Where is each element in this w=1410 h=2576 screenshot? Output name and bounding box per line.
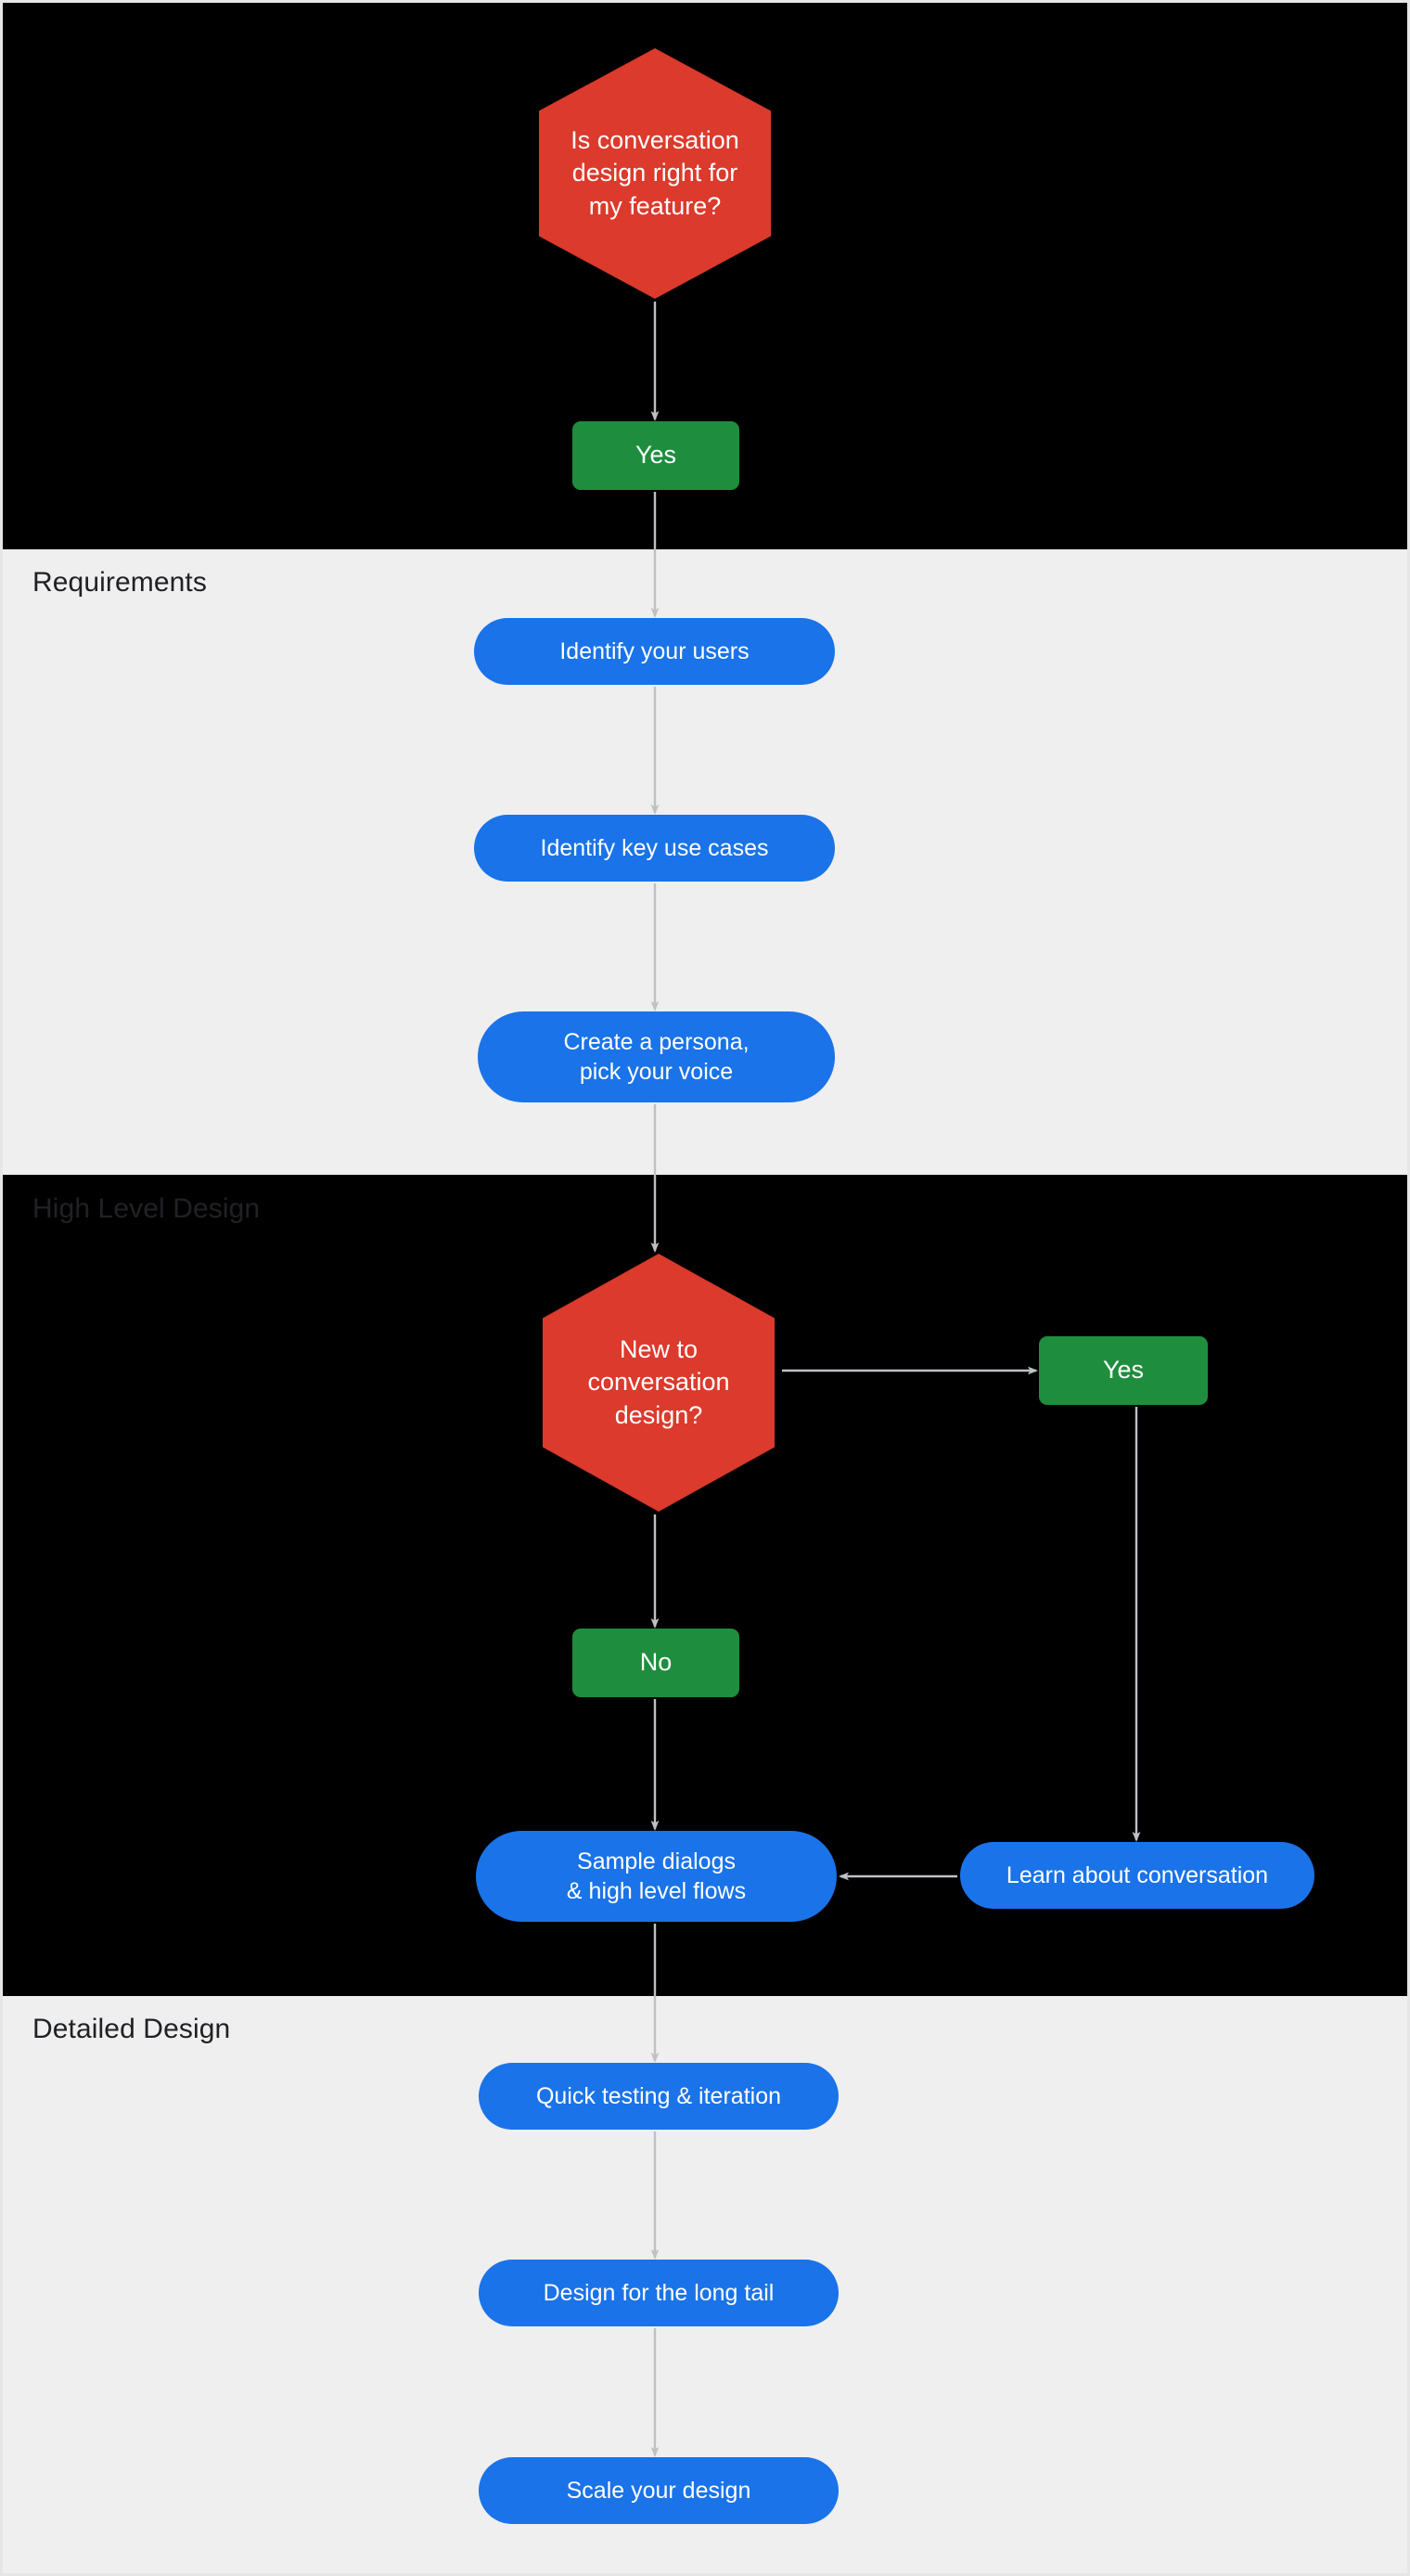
node-identify-key-use-cases[interactable]: Identify key use cases: [474, 815, 835, 882]
node-quick-testing-iteration[interactable]: Quick testing & iteration: [479, 2063, 839, 2130]
node-label-q-right-for-feature: Is conversation design right for my feat…: [570, 126, 739, 220]
node-answer-yes-1[interactable]: Yes: [572, 421, 739, 490]
node-label-identify-your-users: Identify your users: [559, 638, 750, 664]
node-scale-your-design[interactable]: Scale your design: [479, 2457, 839, 2524]
hexagon-shape-q-right-for-feature: [539, 48, 771, 299]
section-label-requirements: Requirements: [32, 567, 207, 598]
node-answer-yes-2[interactable]: Yes: [1039, 1336, 1208, 1405]
node-identify-your-users[interactable]: Identify your users: [474, 618, 835, 685]
node-create-persona-pick-voice[interactable]: Create a persona, pick your voice: [478, 1011, 835, 1102]
node-label-answer-yes-2: Yes: [1102, 1356, 1145, 1385]
section-label-detailed-design: Detailed Design: [32, 2014, 231, 2044]
node-q-new-to-conversation-design[interactable]: New to conversation design?: [543, 1254, 775, 1512]
node-label-create-persona-pick-voice: Create a persona, pick your voice: [563, 1028, 750, 1086]
node-sample-dialogs-high-level-flows[interactable]: Sample dialogs & high level flows: [476, 1831, 837, 1922]
node-learn-about-conversation[interactable]: Learn about conversation: [960, 1842, 1314, 1909]
hexagon-shape-q-new-to-conversation-design: [543, 1254, 775, 1512]
node-label-q-new-to-conversation-design: New to conversation design?: [587, 1335, 730, 1429]
node-q-right-for-feature[interactable]: Is conversation design right for my feat…: [539, 48, 771, 299]
node-answer-no[interactable]: No: [572, 1629, 739, 1697]
node-label-learn-about-conversation: Learn about conversation: [1006, 1861, 1269, 1888]
node-label-answer-yes-1: Yes: [634, 441, 677, 470]
node-label-answer-no: No: [639, 1648, 673, 1677]
node-design-for-long-tail[interactable]: Design for the long tail: [479, 2260, 839, 2326]
node-label-scale-your-design: Scale your design: [566, 2477, 751, 2504]
node-label-sample-dialogs-high-level-flows: Sample dialogs & high level flows: [566, 1848, 747, 1905]
node-label-quick-testing-iteration: Quick testing & iteration: [535, 2082, 781, 2109]
node-label-identify-key-use-cases: Identify key use cases: [540, 834, 769, 861]
section-label-high-level-design: High Level Design: [32, 1193, 261, 1224]
node-label-design-for-long-tail: Design for the long tail: [543, 2279, 775, 2306]
